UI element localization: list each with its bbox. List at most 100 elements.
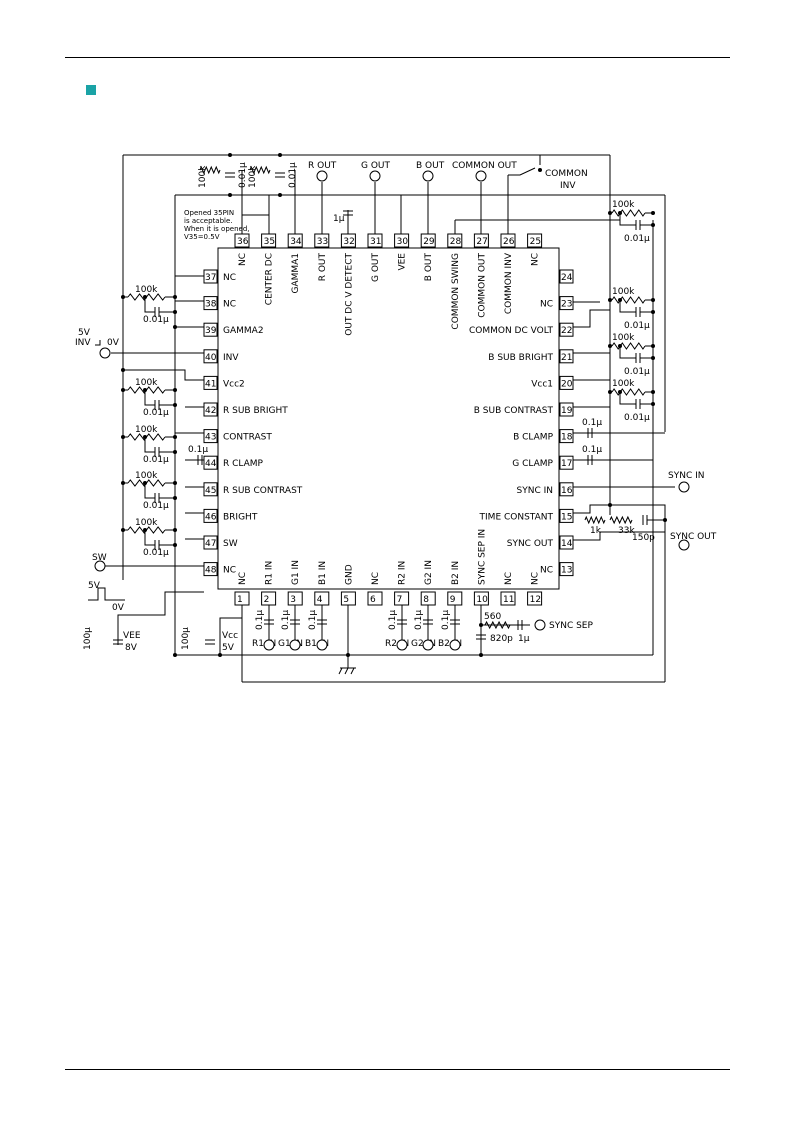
pin-label-15: TIME CONSTANT — [479, 512, 554, 522]
c1u-sync-label: 1μ — [518, 634, 530, 644]
junction-dot — [173, 543, 177, 547]
c001-label-right-1: 0.01μ — [624, 321, 650, 331]
resistor-100k-right-0 — [611, 209, 646, 217]
junction-dot — [143, 481, 147, 485]
pin-number-16: 16 — [561, 486, 573, 496]
vcc-cap-label: 100μ — [181, 627, 191, 650]
r-out-label: R OUT — [308, 161, 337, 171]
wiring — [88, 154, 675, 683]
resistor-100k-right-1 — [611, 296, 646, 304]
c01-label-bottom-1: 0.1μ — [281, 610, 291, 630]
junction-dot — [618, 298, 622, 302]
junction-dot — [608, 503, 612, 507]
pin-label-43: CONTRAST — [223, 433, 272, 443]
pin-box-38 — [203, 296, 218, 311]
pin-label-33: R OUT — [318, 253, 328, 282]
pin-label-29: B OUT — [424, 253, 434, 282]
sync-in-terminal — [678, 481, 690, 493]
vee-cap-label: 100μ — [83, 627, 93, 650]
junction-dot — [173, 450, 177, 454]
junction-dot — [173, 295, 177, 299]
pin-label-3: G1 IN — [291, 560, 301, 585]
pin-label-20: Vcc1 — [531, 379, 553, 389]
c001-label-right-3: 0.01μ — [624, 413, 650, 423]
pin-label-37: NC — [223, 273, 236, 283]
pin-number-12: 12 — [530, 595, 541, 605]
pin-label-30: VEE — [398, 253, 408, 271]
common-out-terminal — [475, 170, 487, 182]
g-out-label: G OUT — [361, 161, 391, 171]
pin-number-28: 28 — [450, 237, 462, 247]
pin-label-38: NC — [223, 300, 236, 310]
pin-label-47: SW — [223, 539, 238, 549]
b-out-terminal — [422, 170, 434, 182]
resistor-1k — [584, 515, 606, 525]
pin-number-29: 29 — [423, 237, 435, 247]
pin-box-11 — [500, 591, 516, 606]
vee-voltage-label: 8V — [125, 643, 138, 653]
pin-box-17 — [559, 455, 574, 470]
note-line-4: V35=0.5V — [184, 233, 220, 241]
pin-number-36: 36 — [237, 237, 249, 247]
c1u-32-label: 1μ — [333, 214, 345, 224]
junction-dot — [121, 435, 125, 439]
pin-number-2: 2 — [264, 595, 270, 605]
terminals: R OUT G OUT B OUT COMMON OUT COMMON INV … — [75, 161, 717, 653]
inv-5v-label: 5V — [78, 328, 91, 338]
c001-label-left-3: 0.01μ — [143, 501, 169, 511]
note-line-3: When it is opened, — [184, 225, 250, 233]
pin-label-4: B1 IN — [318, 561, 328, 585]
junction-dot — [346, 653, 350, 657]
pin-number-42: 42 — [205, 406, 216, 416]
junction-dot — [608, 298, 612, 302]
pin-number-6: 6 — [370, 595, 376, 605]
pin-box-6 — [367, 591, 383, 606]
pin-label-11: NC — [504, 572, 514, 585]
pin-number-21: 21 — [561, 353, 572, 363]
junction-dot — [651, 356, 655, 360]
c001-label-left-0: 0.01μ — [143, 315, 169, 325]
note-line-2: is acceptable. — [184, 217, 233, 225]
r-out-terminal — [316, 170, 328, 182]
pin-number-45: 45 — [205, 486, 216, 496]
c001-label-left-4: 0.01μ — [143, 548, 169, 558]
junction-dot — [173, 481, 177, 485]
note-line-1: Opened 35PIN — [184, 209, 234, 217]
pin-label-8: G2 IN — [424, 560, 434, 585]
pin-box-47 — [203, 535, 218, 550]
c01-label-bottom-2: 0.1μ — [308, 610, 318, 630]
pin-box-23 — [559, 296, 574, 311]
c150p-label: 150p — [632, 533, 655, 543]
junction-dot — [121, 368, 125, 372]
r100k-label-left-4: 100k — [135, 518, 158, 528]
c01-label-bottom-0: 0.1μ — [255, 610, 265, 630]
c001-label-left-2: 0.01μ — [143, 455, 169, 465]
pin-box-22 — [559, 322, 574, 337]
pin-label-25: NC — [531, 253, 541, 266]
pin-label-10: SYNC SEP IN — [477, 529, 487, 585]
junction-dot — [651, 402, 655, 406]
pin-number-7: 7 — [397, 595, 403, 605]
pin-label-18: B CLAMP — [513, 433, 553, 443]
pin-number-33: 33 — [317, 237, 328, 247]
r100k-label-left-3: 100k — [135, 471, 158, 481]
pin-label-32: OUT DC V DETECT — [344, 253, 354, 336]
r100k-label-right-3: 100k — [612, 379, 635, 389]
junction-dot — [651, 211, 655, 215]
junction-dot — [121, 295, 125, 299]
pin-number-14: 14 — [561, 539, 573, 549]
pin-number-48: 48 — [205, 566, 217, 576]
resistor-100k-right-3 — [611, 388, 646, 396]
g1-in-terminal — [289, 639, 301, 651]
junction-dot — [173, 435, 177, 439]
sw-terminal — [94, 560, 106, 572]
resistor-100k-right-2 — [611, 342, 646, 350]
junction-dot — [479, 623, 483, 627]
pin-box-40 — [203, 349, 218, 364]
pin-label-28: COMMON SWING — [451, 253, 461, 330]
junction-dot — [173, 496, 177, 500]
pin-box-12 — [527, 591, 543, 606]
c01-label-bottom-5: 0.1μ — [441, 610, 451, 630]
pin-number-43: 43 — [205, 433, 216, 443]
pin-label-48: NC — [223, 566, 236, 576]
